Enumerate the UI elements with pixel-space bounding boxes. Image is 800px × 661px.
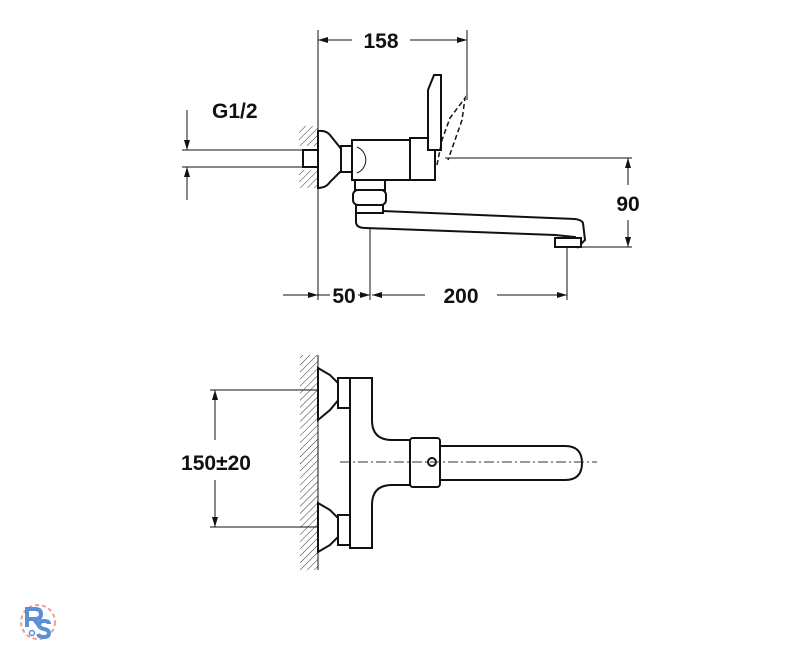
dim-50: 50 [332, 285, 355, 308]
dim-150: 150±20 [181, 452, 251, 475]
escutcheon-top [317, 366, 341, 423]
escutcheon [317, 129, 343, 190]
spout [355, 209, 587, 249]
side-view: 158 G1/2 90 50 200 [182, 30, 640, 308]
dim-90: 90 [616, 193, 639, 216]
dim-200: 200 [443, 285, 478, 308]
brand-logo [18, 600, 58, 644]
escutcheon-bottom [317, 501, 341, 554]
swivel-ring [352, 189, 387, 206]
dim-158: 158 [363, 30, 398, 53]
aerator [554, 237, 582, 248]
logo-letter-s [36, 618, 52, 640]
dim-thread: G1/2 [212, 100, 258, 123]
spout-top [439, 445, 584, 481]
mixer-body [351, 139, 413, 181]
handle [427, 74, 442, 151]
logo-ampersand [28, 629, 36, 637]
mixer-body-top [349, 377, 411, 549]
top-view: 150±20 [178, 355, 597, 570]
brand-logo-graphic [20, 604, 56, 640]
